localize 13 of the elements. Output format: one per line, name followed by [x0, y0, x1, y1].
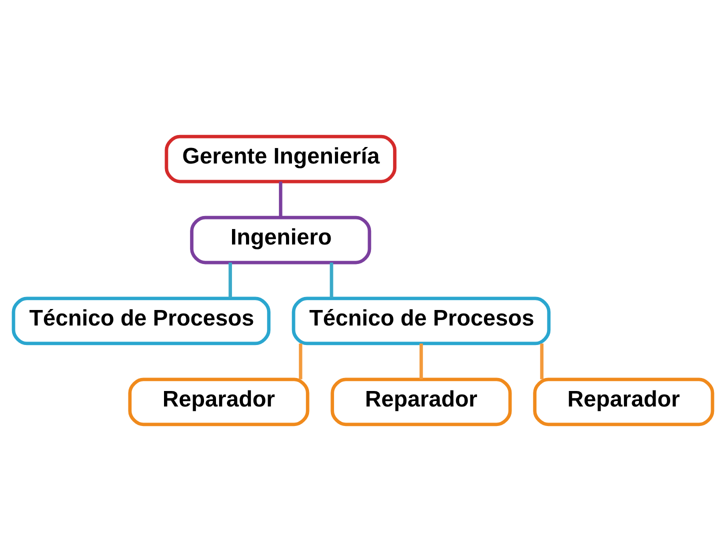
connector — [278, 181, 282, 217]
node-box: Técnico de Procesos — [291, 296, 550, 345]
connector — [329, 262, 333, 298]
connector — [540, 343, 544, 379]
node-box: Reparador — [128, 377, 309, 426]
node-box: Reparador — [330, 377, 512, 426]
node-box: Técnico de Procesos — [11, 296, 270, 345]
node-box: Reparador — [532, 377, 714, 426]
node-box: Ingeniero — [190, 215, 371, 264]
connector — [298, 343, 302, 379]
connector — [228, 262, 232, 298]
node-box: Gerente Ingeniería — [164, 134, 396, 183]
connector — [419, 343, 422, 379]
